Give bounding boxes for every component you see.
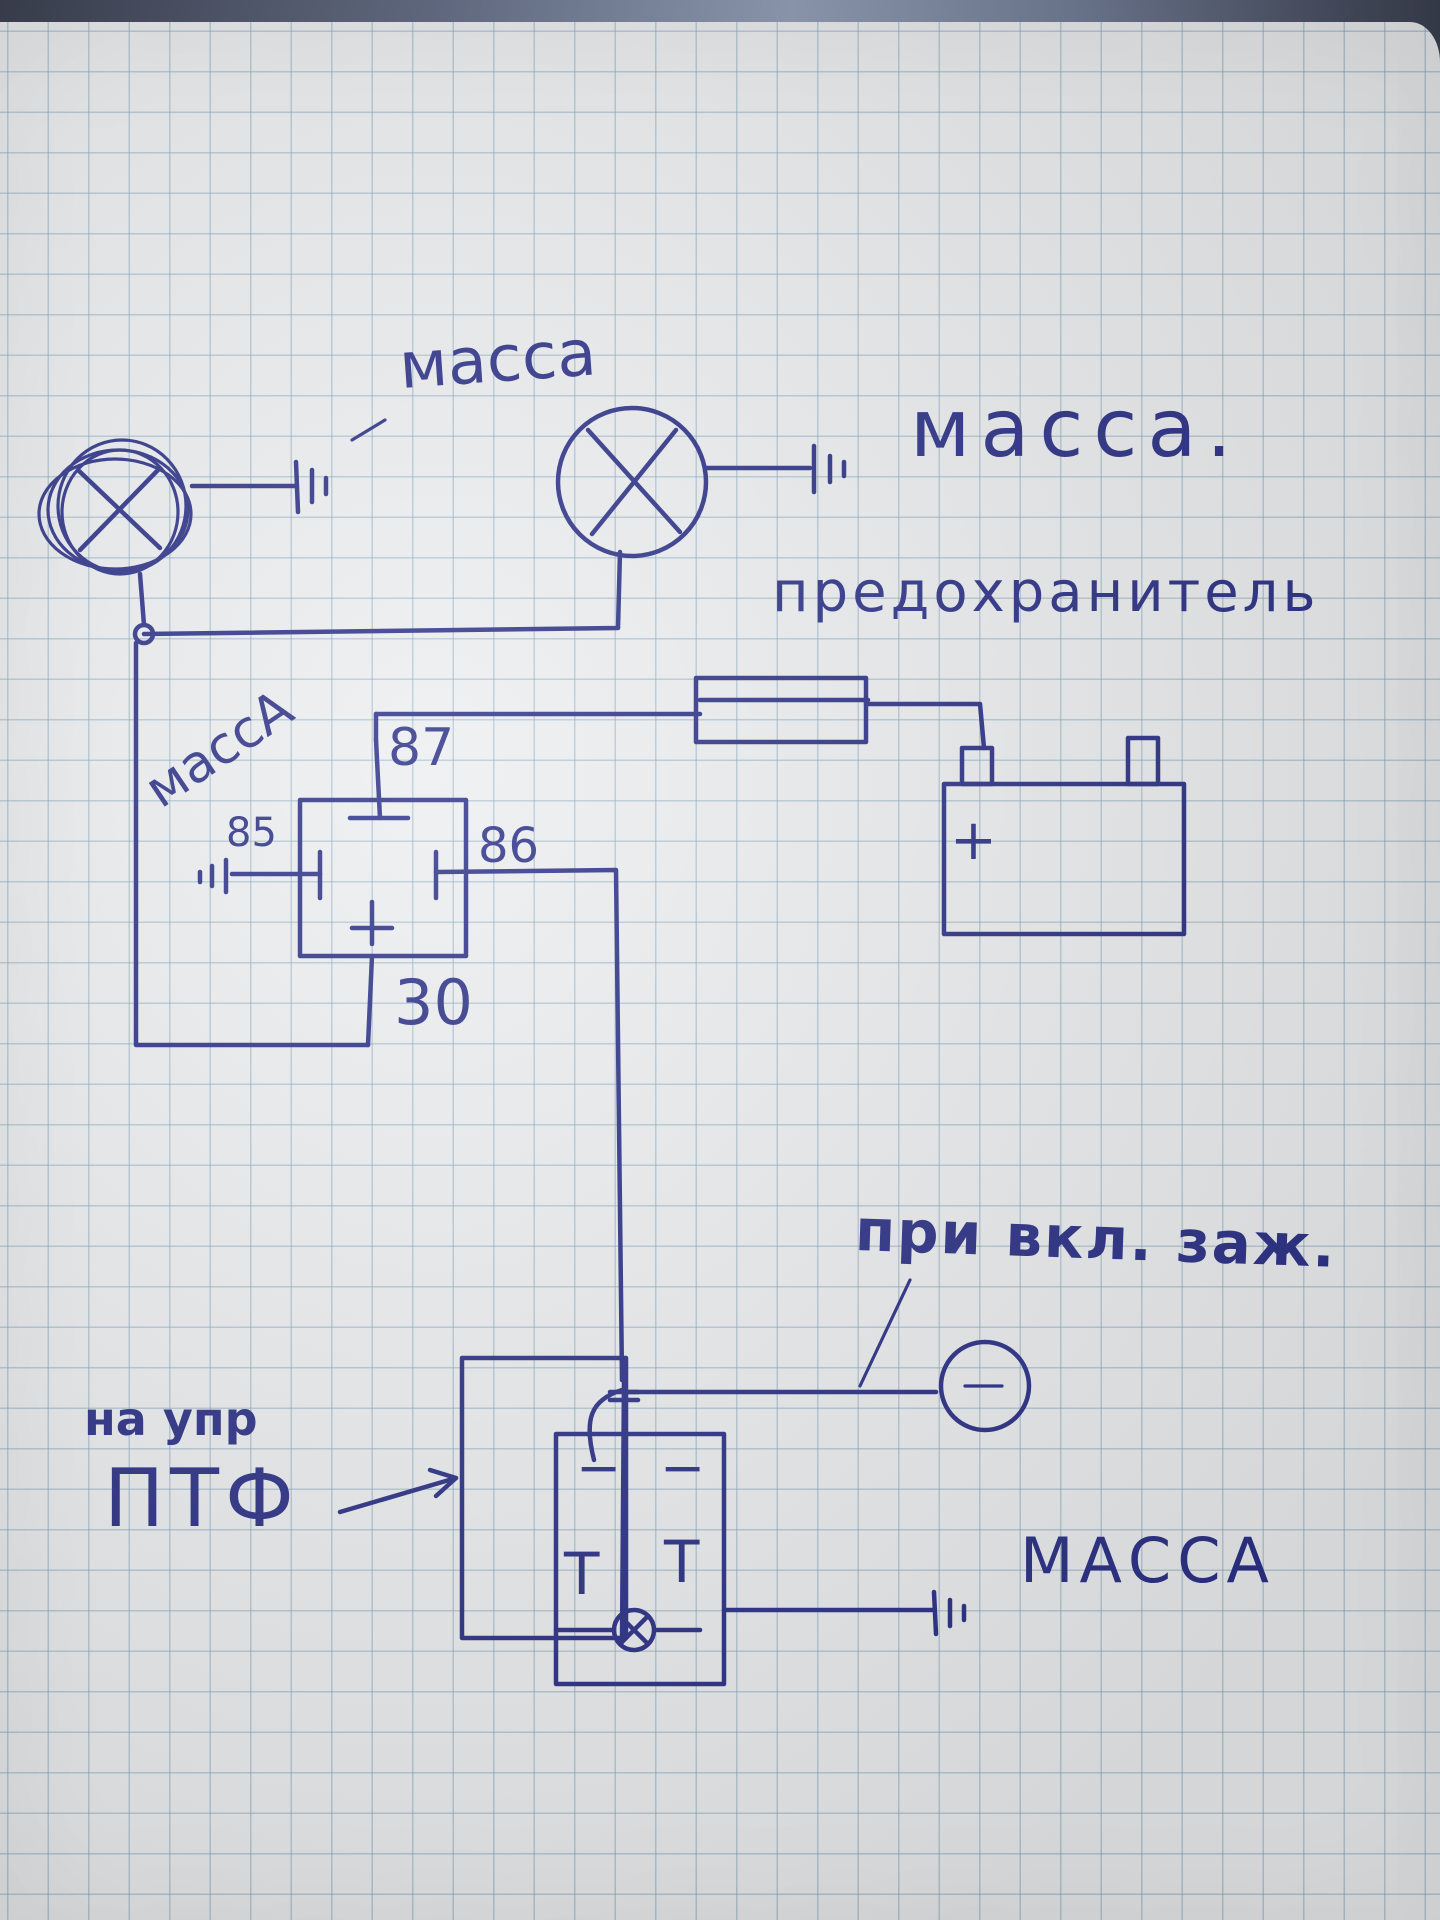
label-pin-30: 30 (394, 966, 473, 1039)
lamp-left-icon (37, 438, 193, 576)
lamp-right-icon (555, 405, 709, 559)
label-pin-86: 86 (478, 818, 540, 874)
label-ground-top-left: масса (396, 316, 599, 404)
switch-icon (459, 1355, 939, 1687)
ground-right-icon (703, 443, 847, 495)
battery-icon (941, 735, 1187, 937)
relay-box (297, 711, 703, 1048)
label-battery-plus: + (950, 808, 997, 873)
label-fuse: предохранитель (772, 560, 1320, 625)
ground-85-icon (197, 857, 323, 895)
label-pin-85: 85 (226, 810, 277, 856)
graph-paper-sheet (0, 22, 1440, 1920)
label-button-line2: ПТФ (104, 1452, 300, 1545)
label-button-t-right: T (664, 1528, 700, 1596)
ignition-terminal-icon (858, 1278, 1032, 1433)
label-pin-87: 87 (388, 718, 455, 778)
ground-bottom-icon (931, 1589, 967, 1637)
label-button-minus-left: − (576, 1436, 622, 1499)
label-ground-top-right: масса. (910, 382, 1242, 475)
leader-line (350, 418, 387, 442)
ground-left-icon (189, 459, 329, 515)
label-ground-bottom: МАССА (1020, 1524, 1275, 1597)
wire-86 (433, 867, 625, 1383)
wire-lamps-to-30 (133, 640, 371, 1048)
label-button-line1: на упр (84, 1392, 258, 1446)
label-button-t-left: T (564, 1540, 600, 1608)
fuse-icon (693, 675, 987, 751)
arrow-icon (337, 1467, 459, 1515)
label-button-minus-right: − (660, 1436, 706, 1499)
wire-lamps (141, 549, 623, 637)
